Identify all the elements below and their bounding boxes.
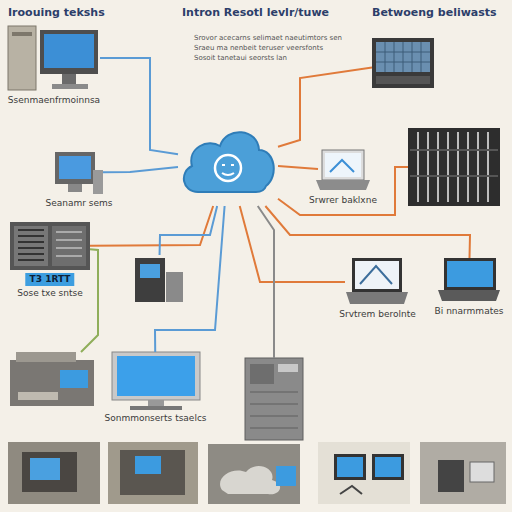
printer [8,352,96,410]
cloud-shape [178,118,278,206]
device-caption: Srwrer baklxne [307,195,379,206]
note-text: Sraeu ma nenbeit teruser veersfonts [192,44,325,53]
network-cable [278,166,318,169]
caption-group: Ssenmaenfrmoinnsa [6,95,102,106]
laptop-illustration [346,258,408,304]
network-cable [160,206,218,255]
note-text: Srovor acecarns selimaet naeutimtors sen [192,34,344,43]
desktop-illustration [55,152,103,194]
caption-group: Srvtrem berolnte [337,309,417,320]
caption-group: Srwrer baklxne [307,195,379,206]
network-cable [240,206,345,282]
network-cable [278,167,408,215]
tower-computer [135,255,183,303]
cloud-icon [215,155,241,181]
desktop-illustration [8,26,98,90]
caption-group: Bi nnarmmates [433,306,506,317]
printer-illustration [10,352,94,406]
storage-cabinet [245,358,303,440]
cabinet-illustration [245,358,303,440]
network-cable [90,206,213,246]
desktop-computer: Ssenmaenfrmoinnsa [8,24,100,92]
caption-group: T3 1RTT Sose txe sntse [15,273,84,299]
device-caption: Bi nnarmmates [433,306,506,317]
monitor-rack-illustration [372,38,434,88]
device-caption: Sose txe sntse [15,288,84,299]
laptop-illustration [316,150,370,190]
caption-group: Sonmmonserts tsaelcs [102,413,208,424]
corner-heading: Betwoeng beliwasts [370,6,499,19]
network-cable [100,58,178,154]
monitor-illustration [112,352,200,410]
network-cable [258,206,274,358]
laptop: Srwrer baklxne [318,150,368,192]
diagram-title: Intron Resotl levlr/tuwe [180,6,331,19]
cloud-icon [222,165,234,175]
server-rack [408,128,500,206]
network-cable [155,206,225,352]
laptop: Srvtrem berolnte [345,258,410,306]
network-cable [81,249,98,352]
network-cable [265,206,470,258]
laptop-illustration [438,258,500,301]
device-caption: Seanamr sems [44,198,115,209]
tower-illustration [135,258,183,302]
device-tag: T3 1RTT [26,273,75,286]
device-caption: Sonmmonserts tsaelcs [102,413,208,424]
cloud-outline [184,132,274,192]
network-cable [278,68,372,147]
caption-group: Seanamr sems [44,198,115,209]
server-illustration [10,222,90,270]
desktop-computer: Seanamr sems [55,150,103,195]
monitor: Sonmmonserts tsaelcs [108,352,203,410]
bottom-tiles [8,442,506,504]
server-unit: T3 1RTTSose txe sntse [10,222,90,270]
device-caption: Srvtrem berolnte [337,309,417,320]
note-text: Sosoit tanetaui seorsts lan [192,54,289,63]
cloud-node [178,118,278,206]
laptop: Bi nnarmmates [438,258,500,303]
device-caption: Ssenmaenfrmoinnsa [6,95,102,106]
monitor-rack [372,38,434,88]
corner-heading: Iroouing tekshs [6,6,107,19]
network-cable [103,167,178,172]
server-rack-illustration [408,128,500,206]
